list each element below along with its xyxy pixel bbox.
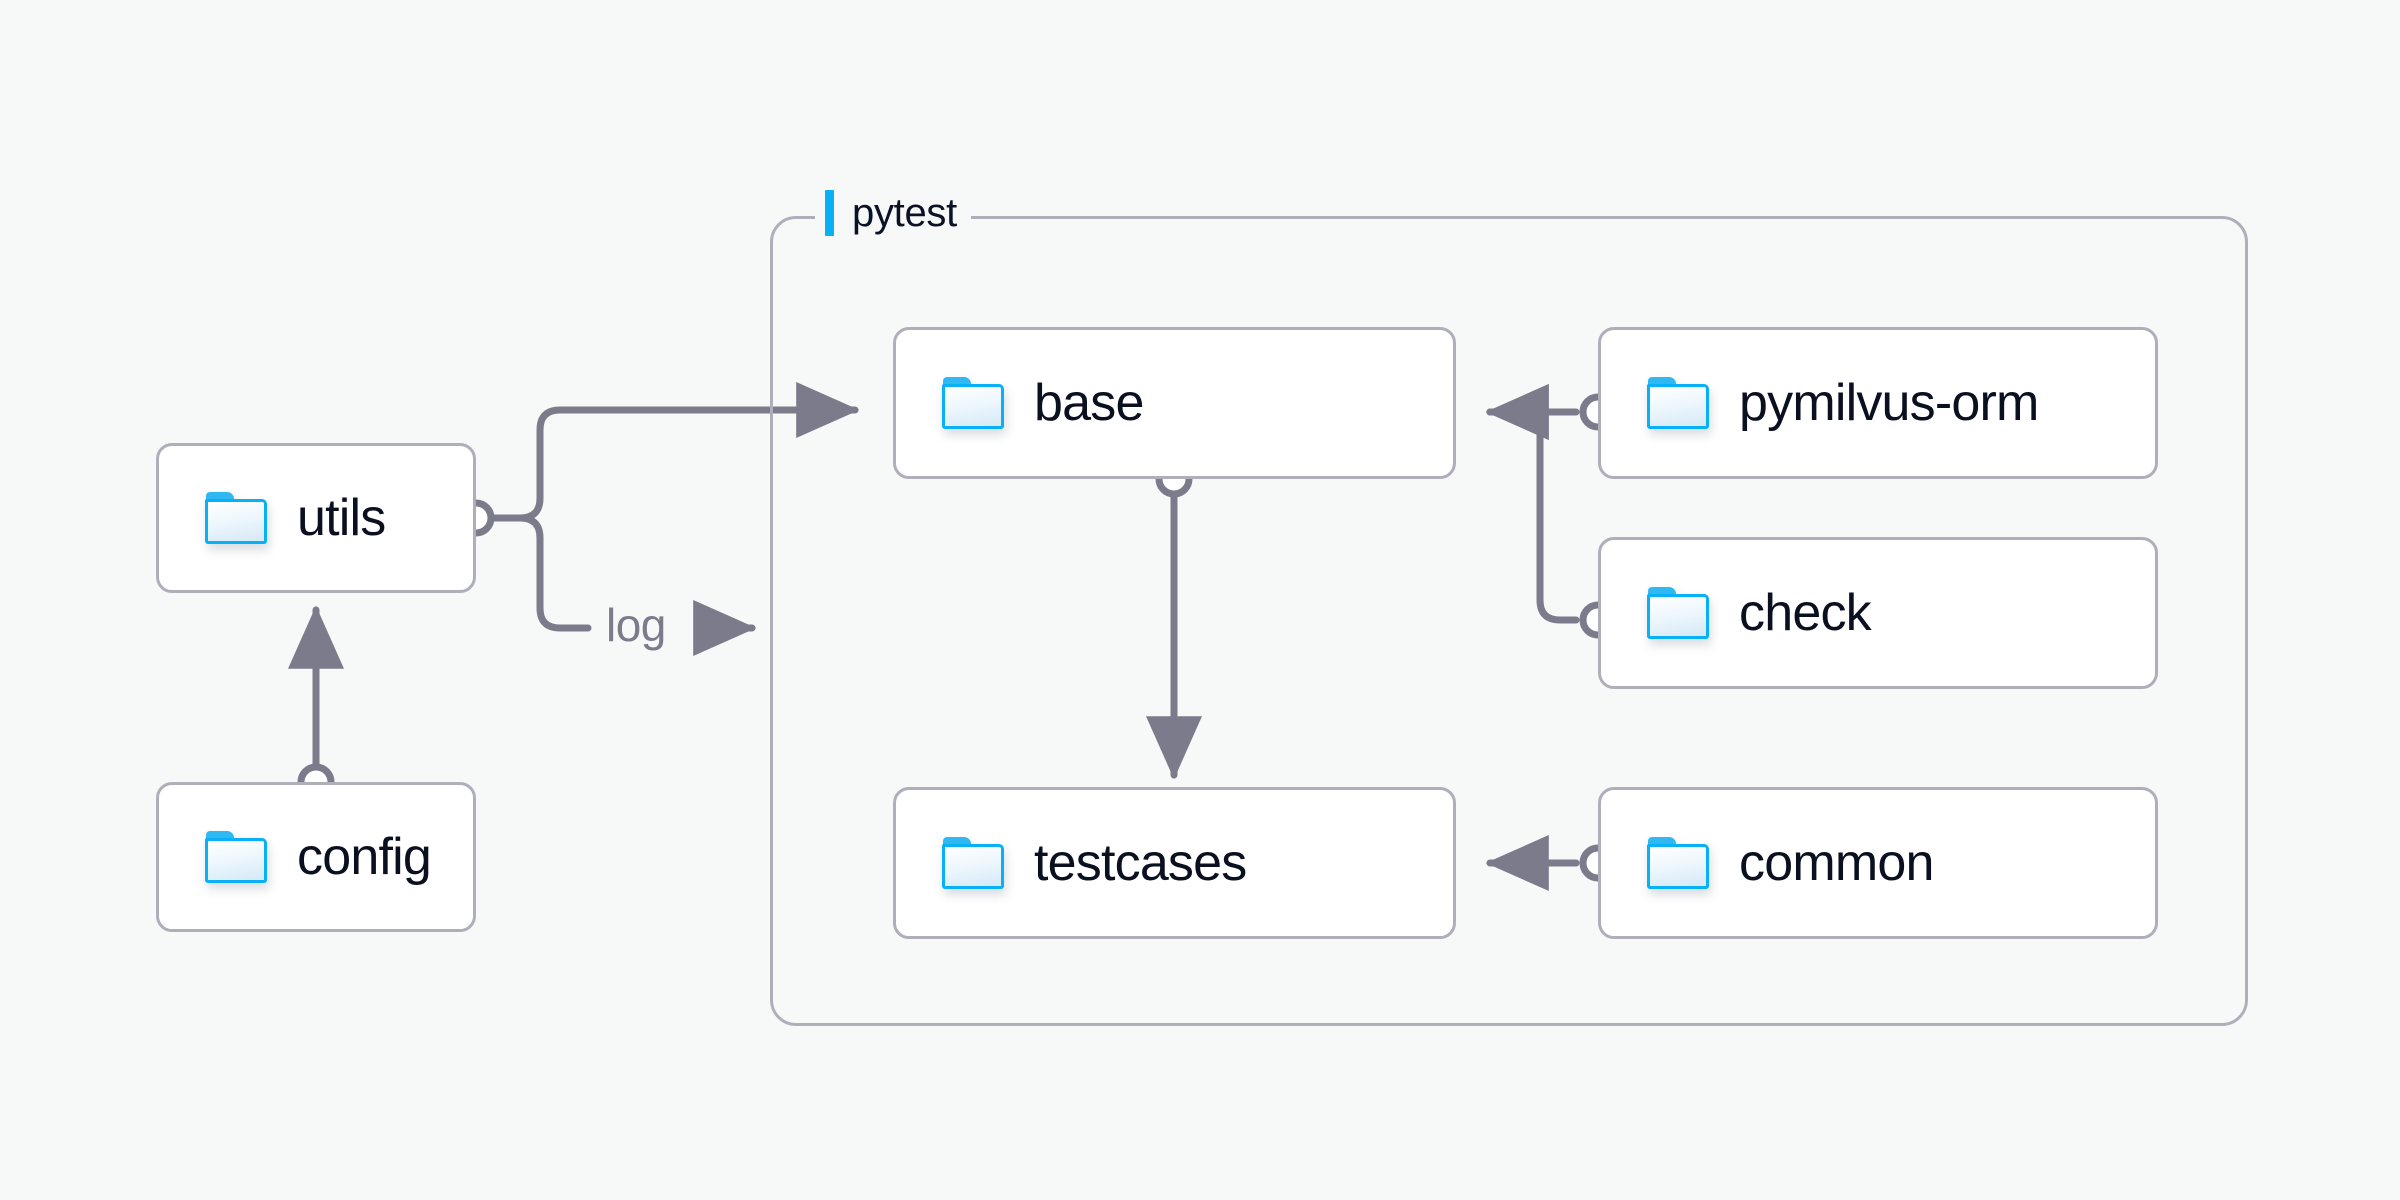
group-label-text: pytest	[852, 190, 957, 235]
node-config[interactable]: config	[156, 782, 476, 932]
node-pymilvus-orm[interactable]: pymilvus-orm	[1598, 327, 2158, 479]
pytest-group-container	[770, 216, 2248, 1026]
folder-icon	[205, 831, 267, 883]
node-label: utils	[297, 489, 386, 547]
folder-icon	[942, 837, 1004, 889]
node-label: base	[1034, 374, 1144, 432]
node-base[interactable]: base	[893, 327, 1456, 479]
folder-icon	[1647, 587, 1709, 639]
folder-icon	[942, 377, 1004, 429]
node-common[interactable]: common	[1598, 787, 2158, 939]
node-label: testcases	[1034, 834, 1247, 892]
folder-icon	[1647, 377, 1709, 429]
pytest-group-label: pytest	[815, 185, 971, 241]
node-label: config	[297, 828, 432, 886]
edge-label-log: log	[606, 599, 666, 651]
node-label: common	[1739, 834, 1934, 892]
node-label: pymilvus-orm	[1739, 374, 2039, 432]
node-label: check	[1739, 584, 1872, 642]
group-accent-bar	[825, 190, 834, 236]
edge-utils-to-pytest-log	[486, 514, 592, 632]
folder-icon	[205, 492, 267, 544]
node-testcases[interactable]: testcases	[893, 787, 1456, 939]
folder-icon	[1647, 837, 1709, 889]
node-check[interactable]: check	[1598, 537, 2158, 689]
node-utils[interactable]: utils	[156, 443, 476, 593]
